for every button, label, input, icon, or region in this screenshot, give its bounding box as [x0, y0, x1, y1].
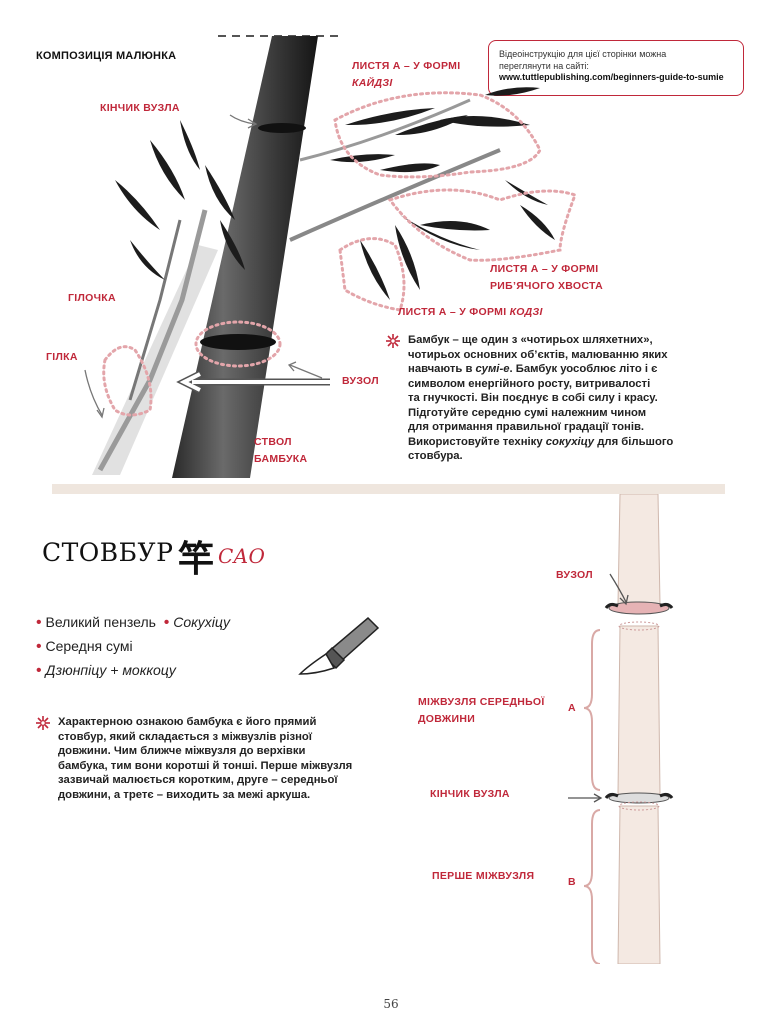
label-letter-b: B — [568, 874, 576, 891]
label-twig: ГІЛОЧКА — [68, 290, 116, 307]
bullet-item: Сокухіцу — [173, 614, 230, 630]
para-line: для отримання правильної градації тонів. — [408, 420, 708, 435]
bullet-item: Дзюнпіцу + моккоцу — [46, 662, 176, 678]
heading-kanji: 竿 — [178, 530, 214, 582]
bullet-dot: • — [164, 614, 170, 631]
para-line: Використовуйте техніку — [408, 436, 546, 448]
label-line: СТВОЛ — [254, 434, 307, 451]
para-line: зазвичай малюється коротким, друге – сер… — [58, 773, 378, 788]
para-line: та гнучкості. Він поєднує в собі силу і … — [408, 391, 708, 406]
label-leaves-kodzi: ЛИСТЯ А – У ФОРМІ КОДЗІ — [398, 304, 543, 321]
para-line: . Бамбук уособлює літо і є — [510, 363, 658, 375]
label-leaves-kaidzi: ЛИСТЯ А – У ФОРМІ КАЙДЗІ — [352, 58, 460, 92]
asterisk-bullet-icon — [36, 716, 50, 730]
bullet-dot: • — [36, 638, 42, 655]
label-line: ЛИСТЯ А – У ФОРМІ — [398, 306, 506, 318]
para-line: бамбука, тим вони коротші й тонші. Перше… — [58, 759, 378, 774]
para-line: стовбура. — [408, 449, 708, 464]
heading-title: СТОВБУР — [42, 538, 173, 567]
label-first-internode: ПЕРШЕ МІЖВУЗЛЯ — [432, 868, 534, 885]
label-node: ВУЗОЛ — [342, 373, 379, 390]
label-line: ДОВЖИНИ — [418, 711, 545, 728]
para-line: стовбур, який складається з міжвузлів рі… — [58, 730, 378, 745]
label-line: ЛИСТЯ А – У ФОРМІ — [490, 261, 603, 278]
para-term: сокухіцу — [546, 436, 594, 448]
bullet-dot: • — [36, 662, 42, 679]
bullet-dot: • — [36, 614, 42, 631]
label-line: РИБ’ЯЧОГО ХВОСТА — [490, 278, 603, 295]
para-line: для більшого — [594, 436, 673, 448]
label-trunk: СТВОЛ БАМБУКА — [254, 434, 307, 468]
para-line: Характерною ознакою бамбука є його прями… — [58, 715, 378, 730]
label-line: КОДЗІ — [510, 306, 543, 318]
tools-list-row: • Великий пензель • Сокухіцу — [36, 610, 230, 635]
tools-list-row: • Дзюнпіцу + моккоцу — [36, 658, 176, 683]
label-stalk-node: ВУЗОЛ — [556, 567, 593, 584]
label-line: КАЙДЗІ — [352, 77, 393, 89]
label-leaves-fishtail: ЛИСТЯ А – У ФОРМІ РИБ’ЯЧОГО ХВОСТА — [490, 261, 603, 295]
brush-icon — [296, 612, 382, 680]
para-line: Бамбук – ще один з «чотирьох шляхетних», — [408, 333, 708, 348]
para-term: сумі-е — [476, 363, 510, 375]
label-line: ЛИСТЯ А – У ФОРМІ — [352, 58, 460, 75]
page-number: 56 — [0, 997, 782, 1011]
section-divider — [52, 484, 725, 494]
bullet-item: Середня сумі — [46, 638, 133, 654]
label-letter-a: A — [568, 700, 576, 717]
label-line: БАМБУКА — [254, 451, 307, 468]
stalk-diagram — [540, 494, 740, 964]
label-mid-internode: МІЖВУЗЛЯ СЕРЕДНЬОЇ ДОВЖИНИ — [418, 694, 545, 728]
para-line: символом енергійного росту, витривалості — [408, 377, 708, 392]
trunk-paragraph: Характерною ознакою бамбука є його прями… — [58, 715, 378, 802]
para-line: чотирьох основних об’єктів, малюванню як… — [408, 348, 708, 363]
tools-list-row: • Середня сумі — [36, 634, 133, 659]
label-node-tip: КІНЧИК ВУЗЛА — [100, 100, 180, 117]
label-branch: ГІЛКА — [46, 349, 78, 366]
intro-paragraph: Бамбук – ще один з «чотирьох шляхетних»,… — [408, 333, 708, 464]
para-line: Підготуйте середню сумі належним чином — [408, 406, 708, 421]
label-stalk-node-tip: КІНЧИК ВУЗЛА — [430, 786, 510, 803]
para-line: довжини. Чим ближче міжвузля до верхівки — [58, 744, 378, 759]
bullet-item: Великий пензель — [46, 614, 156, 630]
heading-subtitle: САО — [218, 544, 265, 568]
para-line: навчають в — [408, 363, 476, 375]
asterisk-bullet-icon — [386, 334, 400, 348]
label-line: МІЖВУЗЛЯ СЕРЕДНЬОЇ — [418, 694, 545, 711]
para-line: довжини, а третє – виходить за межі арку… — [58, 788, 378, 803]
